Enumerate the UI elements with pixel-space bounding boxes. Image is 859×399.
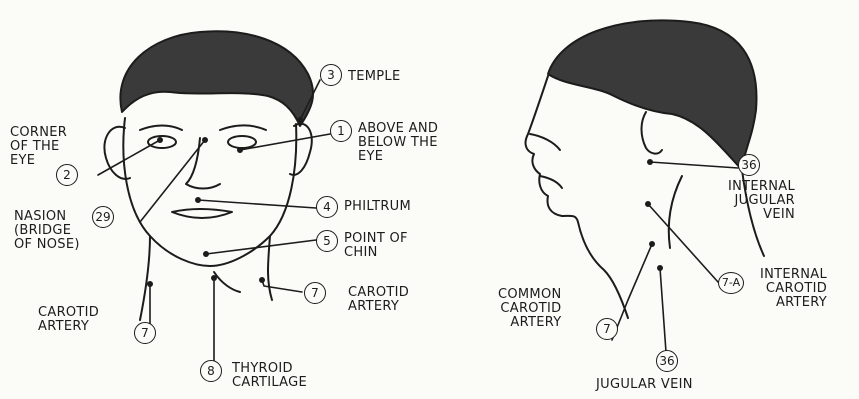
chin-point xyxy=(203,251,209,257)
point-of-chin-label: POINT OF CHIN xyxy=(344,232,408,260)
internal-jugular-vein-number: 36 xyxy=(738,154,760,176)
temple-point xyxy=(297,117,303,123)
nasion-point xyxy=(202,137,208,143)
jugular-vein-label: JUGULAR VEIN xyxy=(596,378,693,392)
above-below-eye-label: ABOVE AND BELOW THE EYE xyxy=(358,122,438,164)
nasion-number: 29 xyxy=(92,206,114,228)
eye-corner-point xyxy=(157,137,163,143)
internal-carotid-point xyxy=(645,201,651,207)
carotid-artery-right-label: CAROTID ARTERY xyxy=(348,286,409,314)
internal-jugular-vein-label: INTERNAL JUGULAR VEIN xyxy=(728,180,795,222)
temple-number: 3 xyxy=(320,64,342,86)
corner-of-eye-label: CORNER OF THE EYE xyxy=(10,126,67,168)
nasion-label: NASION (BRIDGE OF NOSE) xyxy=(14,210,80,252)
above-below-eye-number: 1 xyxy=(330,120,352,142)
philtrum-label: PHILTRUM xyxy=(344,200,411,214)
common-carotid-artery-label: COMMON CAROTID ARTERY xyxy=(498,288,562,330)
carotid-artery-right-number: 7 xyxy=(304,282,326,304)
corner-of-eye-number: 2 xyxy=(56,164,78,186)
common-carotid-point xyxy=(649,241,655,247)
thyroid-point xyxy=(211,275,217,281)
carotid-artery-left-number: 7 xyxy=(134,322,156,344)
point-of-chin-number: 5 xyxy=(316,230,338,252)
internal-carotid-artery-number: 7-A xyxy=(718,272,744,294)
common-carotid-artery-number: 7 xyxy=(596,318,618,340)
philtrum-number: 4 xyxy=(316,196,338,218)
philtrum-point xyxy=(195,197,201,203)
carotid-right-point xyxy=(259,277,265,283)
carotid-artery-left-label: CAROTID ARTERY xyxy=(38,306,99,334)
thyroid-cartilage-label: THYROID CARTILAGE xyxy=(232,362,307,390)
internal-carotid-artery-label: INTERNAL CAROTID ARTERY xyxy=(760,268,827,310)
internal-jugular-point xyxy=(647,159,653,165)
eye-point xyxy=(237,147,243,153)
temple-label: TEMPLE xyxy=(348,70,400,84)
jugular-point xyxy=(657,265,663,271)
thyroid-cartilage-number: 8 xyxy=(200,360,222,382)
carotid-left-point xyxy=(147,281,153,287)
front-face-drawing xyxy=(104,31,313,320)
jugular-vein-number: 36 xyxy=(656,350,678,372)
